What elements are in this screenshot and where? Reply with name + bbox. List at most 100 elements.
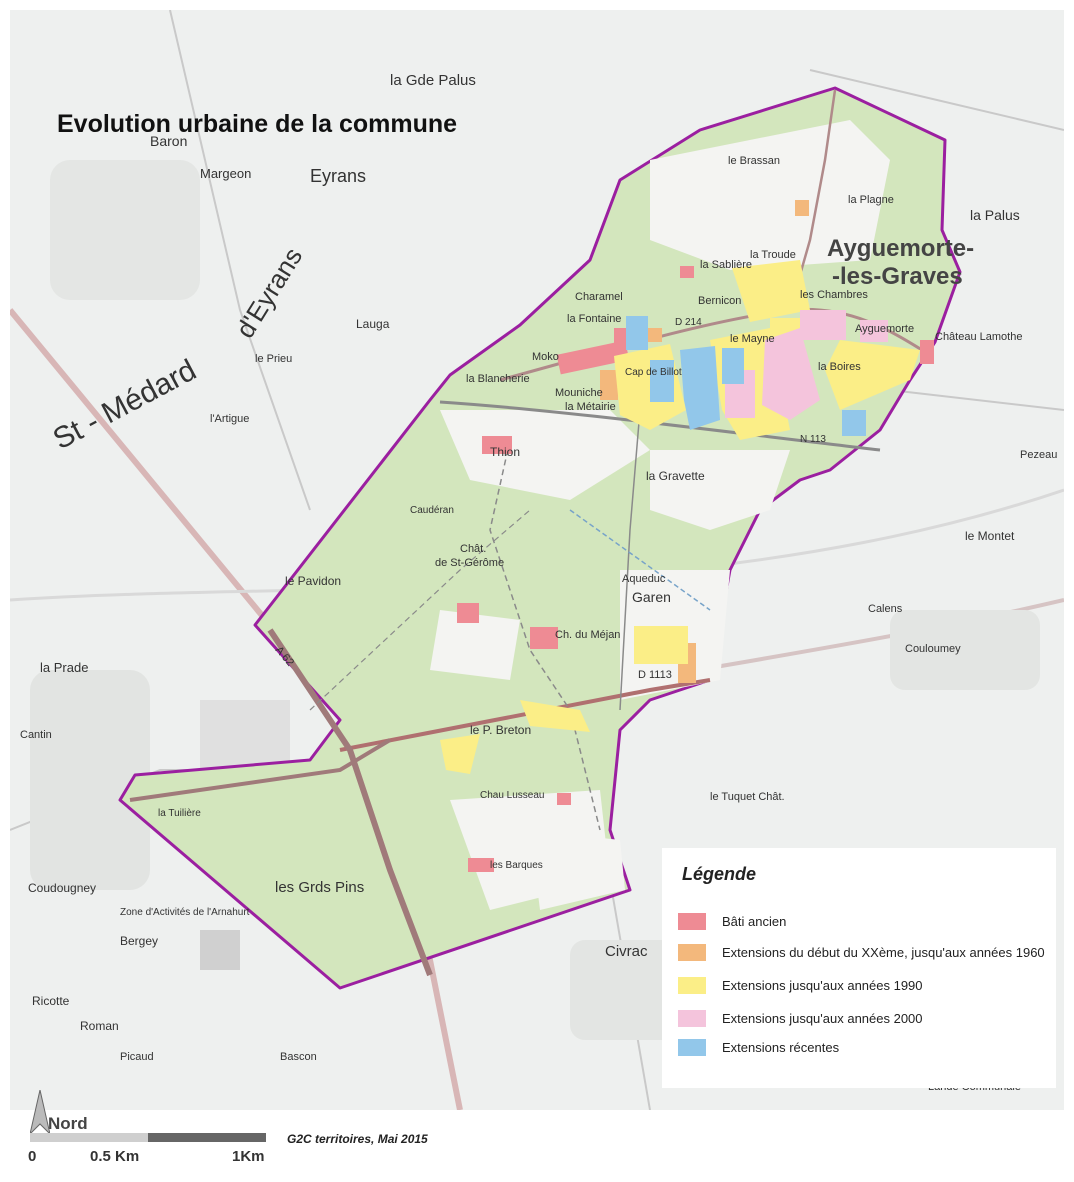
road-d1113-inner: [339, 678, 711, 752]
label-commune-1: Ayguemorte-: [827, 235, 974, 262]
label-ayguemorte: Ayguemorte: [855, 323, 914, 335]
map-credit: G2C territoires, Mai 2015: [287, 1132, 428, 1146]
label-cauderan: Caudéran: [410, 505, 454, 516]
map-frame: Ayguemorte- -les-Graves St - Médard d'Ey…: [10, 10, 1064, 1110]
label-st-gerome-2: de St-Gérôme: [435, 557, 504, 569]
label-tuquet: le Tuquet Chât.: [710, 791, 785, 803]
legend-label: Extensions jusqu'aux années 1990: [722, 977, 923, 993]
label-fontaine: la Fontaine: [567, 313, 621, 325]
label-pezeau: Pezeau: [1020, 449, 1057, 461]
label-roman: Roman: [80, 1019, 119, 1033]
label-brassan: le Brassan: [728, 155, 780, 167]
legend-title: Légende: [682, 864, 757, 884]
legend-label: Bâti ancien: [722, 913, 787, 929]
label-grds-pins: les Grds Pins: [275, 879, 364, 896]
legend-panel: Légende Bâti ancien Extensions du début …: [662, 848, 1056, 1088]
label-eyrans: d'Eyrans: [230, 242, 309, 343]
label-barques: les Barques: [490, 860, 543, 871]
label-tuiliere: la Tuilière: [158, 808, 201, 819]
map-canvas: Ayguemorte- -les-Graves St - Médard d'Ey…: [10, 10, 1064, 1110]
label-coudougney: Coudougney: [28, 881, 96, 895]
legend-swatch: [678, 912, 706, 930]
label-lartigue: l'Artigue: [210, 413, 249, 425]
label-le-montet: le Montet: [965, 529, 1015, 543]
road-east: [889, 389, 1064, 411]
legend-label: Extensions récentes: [722, 1039, 840, 1055]
road-north: [169, 10, 311, 511]
label-eyrans-town: Eyrans: [310, 166, 366, 186]
label-plagne: la Plagne: [848, 194, 894, 206]
label-mejan: Ch. du Méjan: [555, 629, 620, 641]
label-aqueduc: Aqueduc: [622, 573, 666, 585]
label-bernicon: Bernicon: [698, 295, 741, 307]
label-ricotte: Ricotte: [32, 994, 70, 1008]
label-charamel: Charamel: [575, 291, 623, 303]
ext-2000-areas: [725, 310, 888, 420]
north-label: Nord: [48, 1114, 88, 1133]
label-thion: Thion: [490, 445, 520, 459]
label-chateau-lamothe: Château Lamothe: [935, 331, 1022, 343]
a62-link: [129, 738, 392, 802]
label-grd-palus: la Gde Palus: [390, 72, 476, 89]
a62-inner: [267, 628, 433, 977]
label-couloumey: Couloumey: [905, 643, 961, 655]
legend-item-ext-2000: Extensions jusqu'aux années 2000: [678, 1008, 923, 1028]
label-cap-billot: Cap de Billot: [625, 367, 682, 378]
label-d214: D 214: [675, 317, 702, 328]
label-palus: la Palus: [970, 207, 1020, 223]
label-lusseau: Chau Lusseau: [480, 790, 545, 801]
label-n113: N 113: [800, 434, 826, 445]
open-land: [430, 120, 890, 910]
label-mayne: le Mayne: [730, 333, 775, 345]
legend-swatch: [678, 1038, 706, 1056]
label-pavidon: le Pavidon: [285, 574, 341, 588]
label-calens: Calens: [868, 603, 903, 615]
map-title: Evolution urbaine de la commune: [57, 110, 458, 138]
north-arrow-icon: [30, 1090, 50, 1134]
road-ne: [809, 69, 1064, 131]
label-le-prieu: le Prieu: [255, 353, 292, 365]
label-moko: Moko: [532, 351, 559, 363]
scale-bar: [30, 1133, 266, 1142]
scale-tick-mid: 0.5 Km: [90, 1148, 140, 1165]
label-blancherie: la Blancherie: [466, 373, 530, 385]
legend-item-ext-recentes: Extensions récentes: [678, 1037, 839, 1057]
label-cantin: Cantin: [20, 729, 52, 741]
label-chambres: les Chambres: [800, 289, 868, 301]
legend-item-bati-ancien: Bâti ancien: [678, 911, 786, 931]
scale-segment-dark: [148, 1133, 266, 1142]
legend-label: Extensions du début du XXème, jusqu'aux …: [722, 944, 1045, 960]
label-bascon: Bascon: [280, 1051, 317, 1063]
legend-swatch: [678, 943, 706, 961]
background-settlements: [30, 160, 1040, 1040]
ext-recentes-areas: [626, 316, 866, 436]
label-bergey: Bergey: [120, 934, 158, 948]
label-lauga: Lauga: [356, 317, 390, 331]
label-commune-2: -les-Graves: [832, 263, 963, 290]
scale-tick-0: 0: [28, 1148, 37, 1165]
label-picaud: Picaud: [120, 1051, 154, 1063]
label-civrac: Civrac: [605, 943, 648, 960]
label-boires: la Boires: [818, 361, 861, 373]
label-prade: la Prade: [40, 660, 88, 675]
label-zone-activites: Zone d'Activités de l'Arnahurt: [120, 907, 250, 918]
label-troude: la Troude: [750, 249, 796, 261]
label-st-gerome-1: Chât.: [460, 543, 486, 555]
label-baron: Baron: [150, 133, 187, 149]
scale-segment-light: [30, 1133, 148, 1142]
label-d1113: D 1113: [638, 669, 672, 681]
legend-swatch: [678, 1009, 706, 1027]
scale-tick-end: 1Km: [232, 1148, 265, 1165]
label-mouniche: Mouniche: [555, 387, 603, 399]
label-st-medard: St - Médard: [48, 353, 202, 456]
legend-swatch: [678, 976, 706, 994]
label-breton: le P. Breton: [470, 723, 531, 737]
label-sabliere: la Sablière: [700, 259, 752, 271]
legend-item-ext-debut-xx: Extensions du début du XXème, jusqu'aux …: [678, 942, 1045, 962]
label-margeon: Margeon: [200, 166, 251, 181]
label-metairie: la Métairie: [565, 401, 616, 413]
label-gravette: la Gravette: [646, 469, 705, 483]
legend-label: Extensions jusqu'aux années 2000: [722, 1010, 923, 1026]
label-garen: Garen: [632, 589, 671, 605]
legend-item-ext-1990: Extensions jusqu'aux années 1990: [678, 975, 923, 995]
